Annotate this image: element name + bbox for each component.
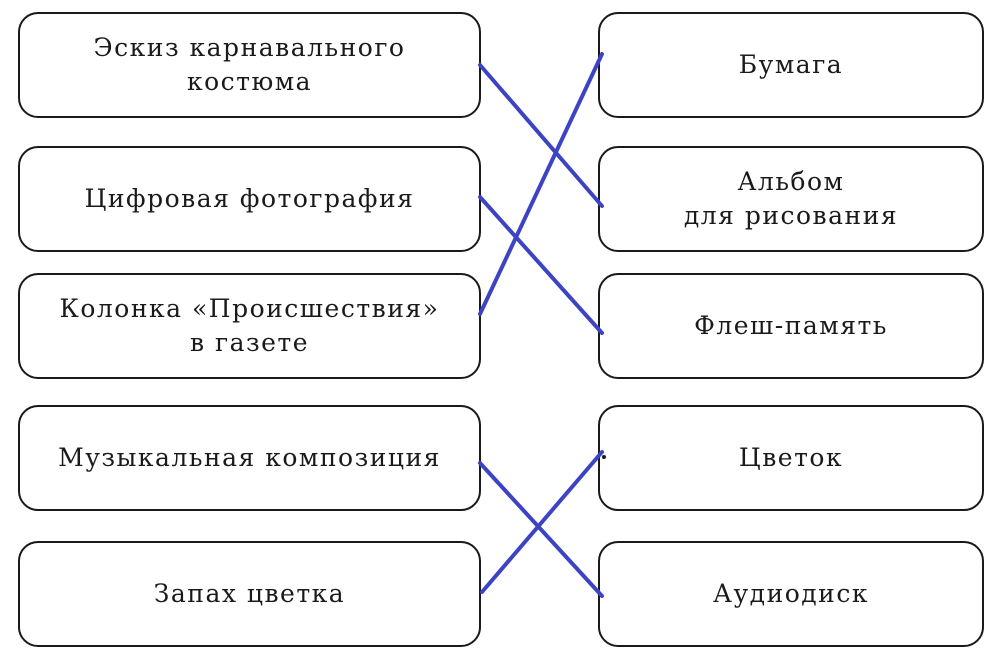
ink-dot <box>602 455 606 459</box>
right-box-label: Флеш-память <box>694 311 888 340</box>
right-box-label: Альбом для рисования <box>683 167 899 230</box>
left-box-label: Музыкальная композиция <box>58 443 441 472</box>
left-box-label: Запах цветка <box>153 579 346 608</box>
right-box-label: Бумага <box>738 50 844 79</box>
left-box-news-column: Колонка «Происшествия» в газете <box>18 273 481 379</box>
right-box-audio-disc: Аудиодиск <box>598 541 984 647</box>
right-box-flash-memory: Флеш-память <box>598 273 984 379</box>
left-box-label: Цифровая фотография <box>84 184 415 213</box>
left-box-flower-smell: Запах цветка <box>18 541 481 647</box>
connection-line-3 <box>478 461 604 598</box>
left-box-label: Колонка «Происшествия» в газете <box>59 294 440 357</box>
right-box-album: Альбом для рисования <box>598 146 984 252</box>
left-box-label: Эскиз карнавального костюма <box>93 33 406 96</box>
connection-line-1 <box>478 195 604 335</box>
right-box-flower: Цветок <box>598 405 984 511</box>
left-box-sketch: Эскиз карнавального костюма <box>18 12 481 118</box>
right-box-paper: Бумага <box>598 12 984 118</box>
right-box-label: Аудиодиск <box>713 579 869 608</box>
right-box-label: Цветок <box>738 443 844 472</box>
left-box-digital-photo: Цифровая фотография <box>18 146 481 252</box>
connection-line-2 <box>478 52 604 316</box>
left-box-music: Музыкальная композиция <box>18 405 481 511</box>
connection-line-0 <box>478 63 604 208</box>
connection-line-4 <box>480 450 604 594</box>
